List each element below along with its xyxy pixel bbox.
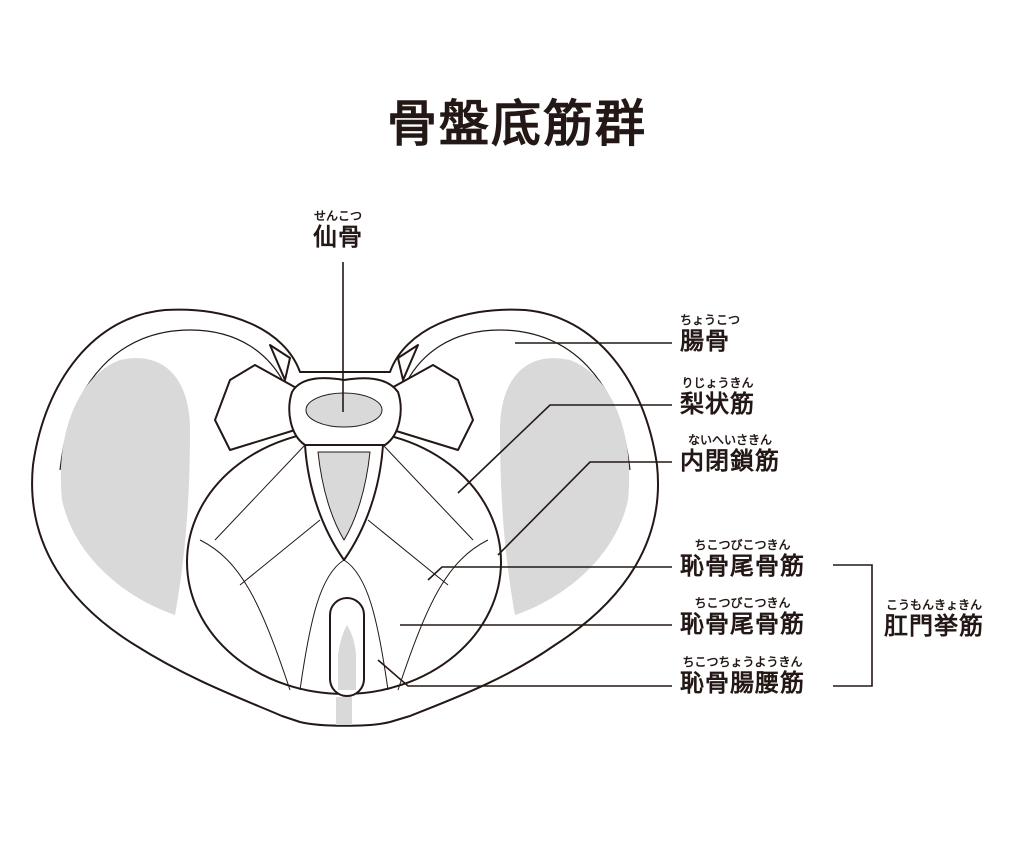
ruby: りじょうきん (681, 376, 754, 390)
label-puboiliopsoas: ちこつちょうようきん 恥骨腸腰筋 (680, 655, 805, 697)
term: 腸骨 (680, 327, 730, 355)
term: 内閉鎖筋 (680, 447, 780, 475)
ruby: せんこつ (313, 209, 362, 223)
term: 肛門挙筋 (884, 612, 984, 640)
term: 梨状筋 (680, 390, 755, 418)
term: 恥骨腸腰筋 (680, 669, 805, 697)
label-sacrum: せんこつ 仙骨 (313, 209, 363, 251)
leader-pubococcygeus-1 (427, 566, 672, 581)
ruby: ちこつちょうようきん (682, 655, 803, 669)
term: 恥骨尾骨筋 (680, 610, 805, 638)
ruby: ちこつびこつきん (694, 538, 791, 552)
diagram-title: 骨盤底筋群 (387, 95, 647, 153)
label-ilium: ちょうこつ 腸骨 (680, 313, 740, 355)
label-levator-ani: こうもんきょきん 肛門挙筋 (884, 598, 984, 640)
label-obturator-internus: ないへいさきん 内閉鎖筋 (680, 433, 780, 475)
ruby: ないへいさきん (687, 433, 772, 447)
term: 仙骨 (313, 223, 363, 251)
leader-obturator (497, 461, 672, 556)
ruby: こうもんきょきん (885, 598, 982, 612)
label-piriformis: りじょうきん 梨状筋 (680, 376, 755, 418)
label-pubococcygeus-1: ちこつびこつきん 恥骨尾骨筋 (680, 538, 805, 580)
label-pubococcygeus-2: ちこつびこつきん 恥骨尾骨筋 (680, 596, 805, 638)
levator-ani-bracket (833, 564, 873, 687)
term: 恥骨尾骨筋 (680, 552, 805, 580)
ruby: ちこつびこつきん (694, 596, 791, 610)
ruby: ちょうこつ (680, 313, 741, 327)
leader-puboiliopsoas (377, 659, 672, 687)
leader-piriformis (457, 404, 672, 494)
left-ilium-shade (60, 358, 190, 615)
